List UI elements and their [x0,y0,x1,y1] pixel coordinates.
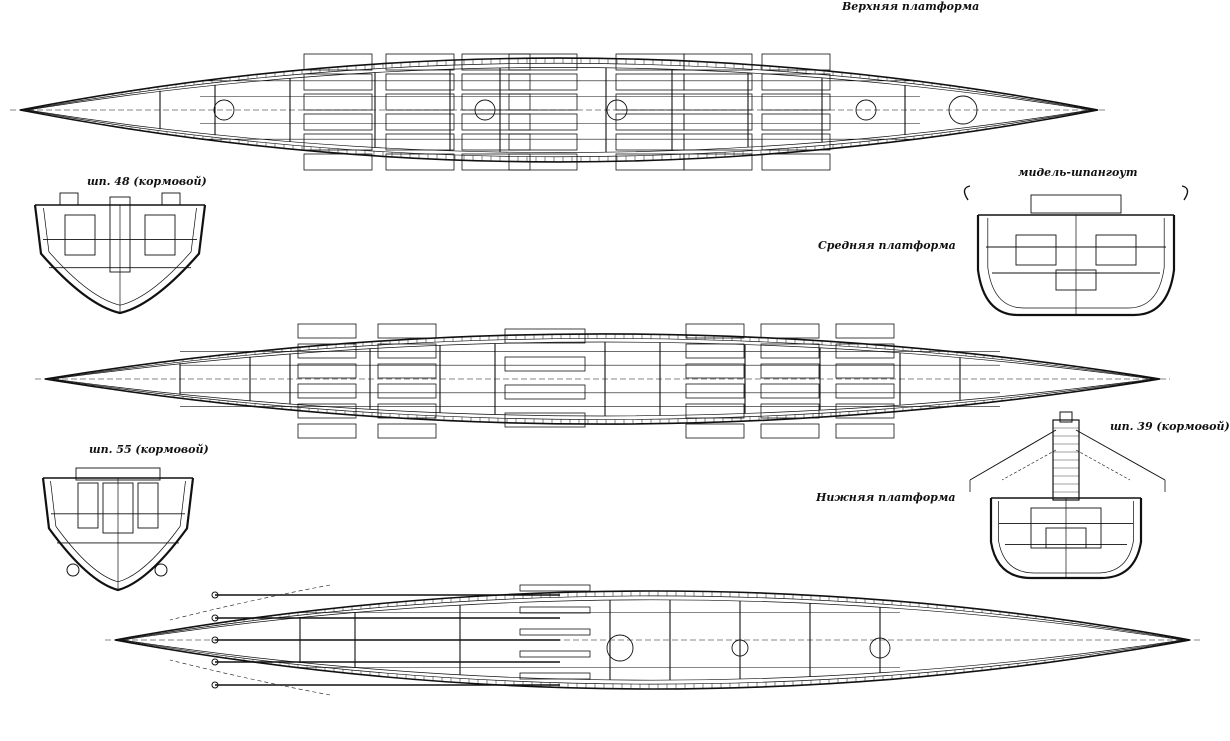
frame-55-section [41,467,195,592]
lower-platform-title: Нижняя платформа [816,491,956,504]
frame-55-section-label: шп. 55 (кормовой) [89,443,209,456]
upper-platform-plan [10,53,1108,171]
middle-platform-plan [35,323,1170,439]
blueprint-drawing [10,53,1200,696]
midship-frame-section [963,185,1189,317]
frame-48-section [33,192,207,315]
upper-platform-title: Верхняя платформа [842,0,980,13]
middle-platform-title: Средняя платформа [818,239,956,252]
frame-39-section [969,411,1166,580]
frame-39-section-label: шп. 39 (кормовой) [1110,420,1230,433]
frame-48-section-label: шп. 48 (кормовой) [87,175,207,188]
lower-platform-plan [105,584,1200,696]
midship-section-label: мидель-шпангоут [1018,166,1138,179]
